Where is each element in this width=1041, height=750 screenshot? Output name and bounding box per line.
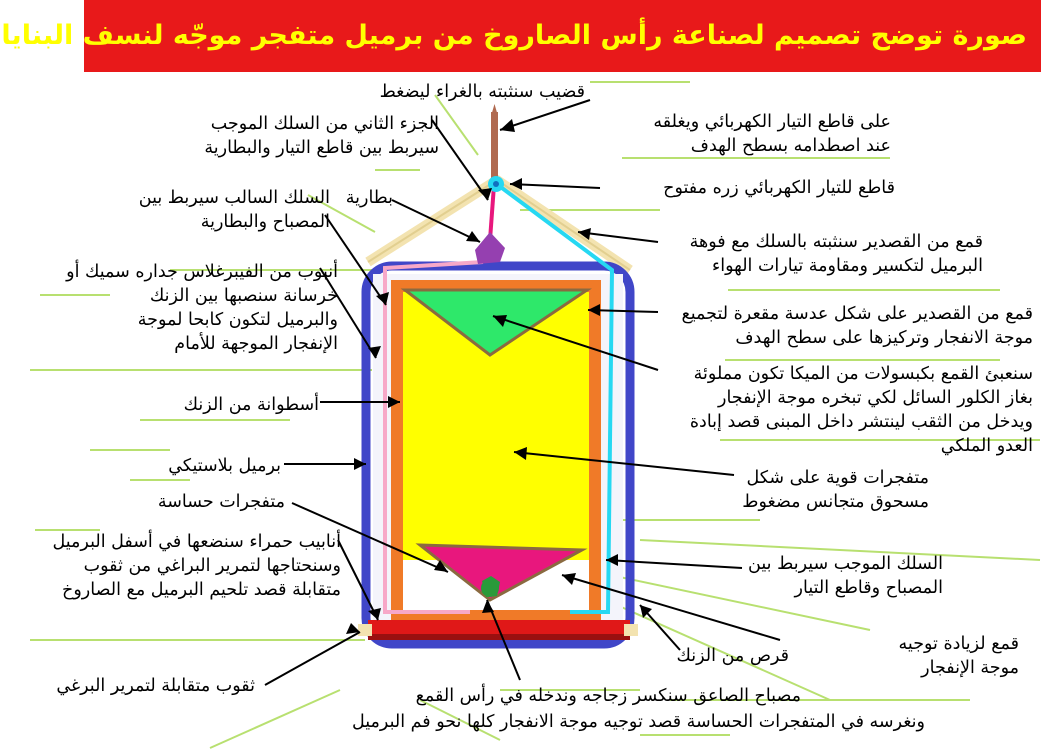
label-fiberglass-tube: أنبوب من الفيبرغلاس جداره سميك أو خرسانة… xyxy=(66,260,338,356)
bolt-hole-right xyxy=(624,624,638,636)
label-fiberglass-line3: والبرميل لتكون كابحا لموجة xyxy=(137,310,338,330)
label-mica-line3: ويدخل من الثقب لينتشر داخل المبنى قصد إب… xyxy=(689,412,1033,432)
label-bulb-cont: ونغرسه في المتفجرات الحساسة قصد توجيه مو… xyxy=(352,710,925,734)
label-bulb-line1: مصباح الصاعق سنكسر زجاجه وندخله في رأس ا… xyxy=(415,686,801,706)
label-red-tubes-line2: وسنحتاجها لتمرير البراغي من ثقوب xyxy=(83,556,341,576)
bolt-hole-left xyxy=(358,624,372,636)
title-banner: صورة توضح تصميم لصناعة رأس الصاروخ من بر… xyxy=(0,0,1041,72)
label-rod-cont: على قاطع التيار الكهربائي ويغلقه عند اصط… xyxy=(653,110,891,158)
label-mica: سنعبئ القمع بكبسولات من الميكا تكون مملو… xyxy=(690,362,1033,458)
label-mica-line1: سنعبئ القمع بكبسولات من الميكا تكون مملو… xyxy=(693,364,1033,384)
label-battery: بطارية xyxy=(345,188,393,208)
label-zinc-disc: قرص من الزنك xyxy=(676,646,789,666)
label-negative-wire-line1: السلك السالب سيربط بين xyxy=(138,188,330,208)
label-top-funnel-line1: قمع من القصدير سنثبته بالسلك مع فوهة xyxy=(689,232,983,252)
label-switch: قاطع للتيار الكهربائي زره مفتوح xyxy=(663,178,895,198)
label-lens-funnel-line1: قمع من القصدير على شكل عدسة مقعرة لتجميع xyxy=(681,304,1033,324)
label-negative-wire-line2: المصباح والبطارية xyxy=(200,212,330,232)
pressure-rod xyxy=(491,112,498,178)
label-bulb-line2: ونغرسه في المتفجرات الحساسة قصد توجيه مو… xyxy=(352,712,925,732)
focus-funnel xyxy=(415,543,588,602)
label-rod-line1: قضيب سنثبته بالغراء ليضغط xyxy=(379,82,585,102)
label-top-funnel-line2: البرميل لتكسير ومقاومة تيارات الهواء xyxy=(712,256,983,276)
label-focus-funnel-line1: قمع لزيادة توجيه xyxy=(898,634,1019,654)
diagram-title: صورة توضح تصميم لصناعة رأس الصاروخ من بر… xyxy=(0,20,1027,51)
label-red-tubes-line3: متقابلة قصد تلحيم البرميل مع الصاروخ xyxy=(62,580,341,600)
label-second-wire: الجزء الثاني من السلك الموجب سيربط بين ق… xyxy=(204,112,439,160)
label-red-tubes: أنابيب حمراء سنضعها في أسفل البرميل وسنح… xyxy=(53,530,341,602)
negative-wire xyxy=(383,260,484,614)
label-second-wire-line2: سيربط بين قاطع التيار والبطارية xyxy=(204,138,439,158)
rod-tip xyxy=(491,104,498,116)
lens-funnel xyxy=(400,288,592,357)
label-lens-funnel: قمع من القصدير على شكل عدسة مقعرة لتجميع… xyxy=(681,302,1033,350)
switch-wire xyxy=(488,184,496,241)
label-lens-funnel-line2: موجة الانفجار وتركيزها على سطح الهدف xyxy=(735,328,1033,348)
label-focus-funnel-line2: موجة الإنفجار xyxy=(921,658,1019,678)
label-positive-wire-line1: السلك الموجب سيربط بين xyxy=(748,554,943,574)
plastic-barrel xyxy=(361,261,635,649)
label-zinc-cylinder: أسطوانة من الزنك xyxy=(183,395,319,415)
label-main-explosive-line2: مسحوق متجانس مضغوط xyxy=(742,492,929,512)
label-top-funnel: قمع من القصدير سنثبته بالسلك مع فوهة الب… xyxy=(690,230,983,278)
label-rod: قضيب سنثبته بالغراء ليضغط xyxy=(380,80,585,104)
label-bulb: مصباح الصاعق سنكسر زجاجه وندخله في رأس ا… xyxy=(416,684,801,708)
label-negative-wire: السلك السالب سيربط بين المصباح والبطارية xyxy=(139,186,330,234)
positive-wire xyxy=(496,183,615,614)
label-second-wire-line1: الجزء الثاني من السلك الموجب xyxy=(210,114,439,134)
label-fiberglass-line4: الإنفجار الموجهة للأمام xyxy=(174,334,338,354)
label-positive-wire: السلك الموجب سيربط بين المصباح وقاطع الت… xyxy=(748,552,943,600)
label-plastic-barrel: برميل بلاستيكي xyxy=(168,456,281,476)
label-fiberglass-line2: خرسانة سنصبها بين الزنك xyxy=(149,286,338,306)
battery-icon xyxy=(475,232,505,264)
label-rod-line3: عند اصطدامه بسطح الهدف xyxy=(690,136,891,156)
label-main-explosive-line1: متفجرات قوية على شكل xyxy=(746,468,929,488)
arrow-heads xyxy=(346,119,652,634)
label-bolt-holes: ثقوب متقابلة لتمرير البرغي xyxy=(56,676,255,696)
label-mica-line2: بغاز الكلور السائل لكي تبخره موجة الإنفج… xyxy=(718,388,1033,408)
label-main-explosive: متفجرات قوية على شكل مسحوق متجانس مضغوط xyxy=(742,466,929,514)
label-rod-line2: على قاطع التيار الكهربائي ويغلقه xyxy=(653,112,891,132)
label-focus-funnel: قمع لزيادة توجيه موجة الإنفجار xyxy=(899,632,1019,680)
label-mica-line4: العدو الملكي xyxy=(940,436,1033,456)
label-fiberglass-line1: أنبوب من الفيبرغلاس جداره سميك أو xyxy=(66,262,338,282)
label-sensitive-explosive: متفجرات حساسة xyxy=(157,492,285,512)
label-red-tubes-line1: أنابيب حمراء سنضعها في أسفل البرميل xyxy=(52,532,341,552)
label-positive-wire-line2: المصباح وقاطع التيار xyxy=(794,578,943,598)
